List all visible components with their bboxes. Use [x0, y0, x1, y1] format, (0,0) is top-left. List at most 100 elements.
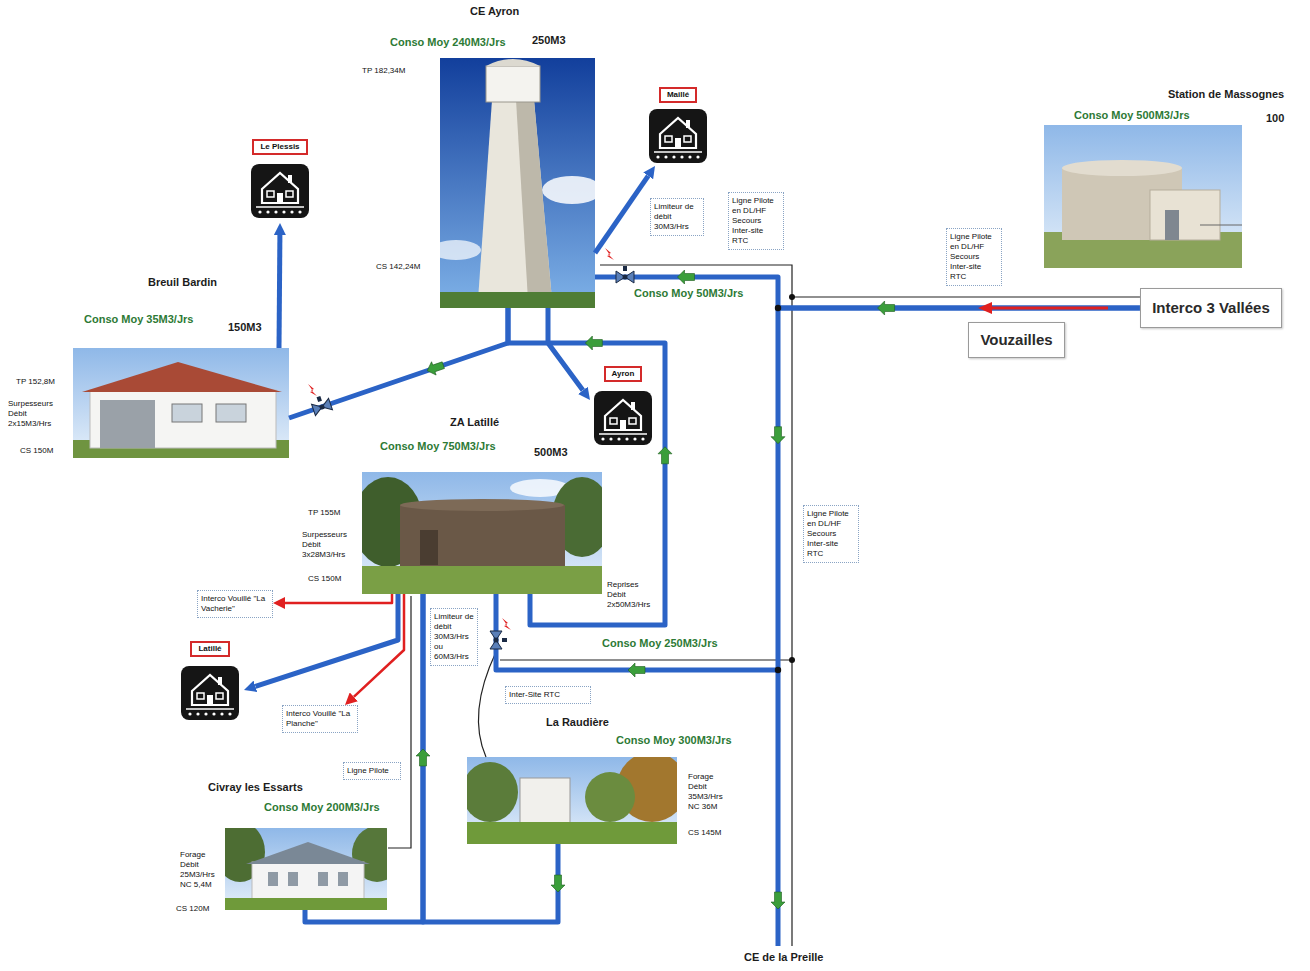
reservoir-body	[400, 505, 565, 570]
flow-arrow	[658, 447, 672, 464]
note-text: Ligne Pilote en DL/HF Secours Inter-site…	[732, 196, 780, 246]
spec-note: TP 182,34M	[362, 66, 405, 76]
reservoir-top	[400, 499, 564, 511]
junction-dot	[775, 305, 781, 311]
window	[318, 872, 328, 886]
tower-shaft	[478, 100, 552, 300]
grass	[362, 566, 602, 594]
consumption-label: Conso Moy 500M3/Jrs	[1074, 109, 1190, 122]
town-name: Latillé	[190, 641, 229, 657]
valve-body	[312, 398, 333, 415]
valve-hub	[319, 404, 325, 410]
sky	[362, 472, 602, 594]
connectors	[255, 176, 1140, 922]
note-text: Inter-Site RTC	[509, 690, 587, 700]
flow-label: Conso Moy 250M3/Jrs	[600, 637, 720, 650]
junction-dot	[789, 294, 795, 300]
town-node: Le Plessis	[246, 138, 314, 223]
door	[100, 400, 155, 448]
pipe-connector	[255, 594, 398, 686]
lightning-symbol	[308, 384, 317, 396]
capacity-label: 250M3	[532, 34, 566, 47]
building	[252, 862, 364, 902]
valve-symbol	[616, 266, 634, 283]
flow-arrow	[678, 270, 695, 284]
station-node: Civray les EssartsConso Moy 200M3/JrsFor…	[225, 828, 387, 910]
note-box: Ligne Pilote	[343, 762, 401, 780]
reservoir-photo	[362, 472, 602, 594]
spec-note: Forage Débit 25M3/Hrs NC 5,4M	[180, 850, 220, 890]
spec-note: TP 155M	[308, 508, 340, 518]
station-name: Breuil Bardin	[148, 276, 217, 289]
grass	[467, 822, 677, 844]
booster-photo	[73, 348, 289, 458]
valve-handle	[317, 396, 322, 402]
flow-arrow	[551, 875, 565, 892]
consumption-label: Conso Moy 240M3/Jrs	[390, 36, 506, 49]
tower-tank	[486, 66, 540, 102]
building	[520, 778, 570, 826]
sky	[225, 828, 387, 910]
pilot-line	[792, 296, 1140, 297]
station-name: Civray les Essarts	[208, 781, 303, 794]
junction-dot	[775, 667, 781, 673]
interco-box: Interco 3 Vallées	[1140, 288, 1282, 328]
pipe-connector	[496, 308, 1140, 670]
door	[420, 530, 438, 565]
lightning-symbol	[605, 248, 614, 260]
note-box: Limiteur de débit 30M3/Hrs	[650, 198, 704, 236]
flow-label: Conso Moy 50M3/Jrs	[632, 287, 745, 300]
roof	[82, 362, 282, 392]
valve-symbol	[490, 631, 507, 649]
reservoir-photo	[1044, 125, 1242, 268]
sky	[1044, 125, 1242, 268]
tower-shadow	[516, 100, 552, 300]
note-text: Ligne Pilote en DL/HF Secours Inter-site…	[807, 509, 855, 559]
tree	[352, 828, 387, 882]
pipe-connector	[595, 176, 648, 253]
tower-dome	[486, 59, 540, 66]
door	[1165, 210, 1179, 240]
window	[288, 872, 298, 886]
note-box: Interco Vouillé "La Vacherie"	[197, 590, 273, 618]
station-node: Station de MassognesConso Moy 500M3/Jrs1…	[1044, 125, 1242, 268]
window	[216, 404, 246, 422]
reservoir-top	[1062, 160, 1182, 176]
supply-arrowhead	[978, 302, 992, 314]
tree	[617, 757, 677, 822]
window	[268, 872, 278, 886]
consumption-label: Conso Moy 750M3/Jrs	[380, 440, 496, 453]
town-name: Maillé	[659, 87, 697, 103]
house-icon	[181, 666, 239, 720]
town-node: Ayron	[590, 365, 656, 450]
flow-arrow	[771, 892, 785, 909]
valve-body	[616, 271, 634, 283]
capacity-label: 500M3	[534, 446, 568, 459]
consumption-label: Conso Moy 35M3/Jrs	[84, 313, 193, 326]
note-box: Ligne Pilote en DL/HF Secours Inter-site…	[728, 192, 784, 250]
station-name: Station de Massognes	[1168, 88, 1284, 101]
supply-arrow	[990, 307, 1108, 310]
town-name: Ayron	[604, 366, 643, 382]
spec-note: Surpesseurs Débit 2x15M3/Hrs	[8, 399, 64, 429]
town-node: Maillé	[645, 86, 711, 166]
note-text: Limiteur de débit 30M3/Hrs	[654, 202, 700, 232]
note-text: Interco Vouillé "La Vacherie"	[201, 594, 269, 614]
reservoir-body	[1062, 168, 1182, 240]
house-icon	[649, 109, 707, 163]
box-text: Interco 3 Vallées	[1152, 299, 1270, 317]
note-text: Ligne Pilote en DL/HF Secours Inter-site…	[950, 232, 998, 282]
building	[1150, 190, 1220, 240]
sky	[73, 348, 289, 458]
town-node: Latillé	[176, 640, 244, 725]
grass	[440, 292, 595, 308]
spec-note: CS 150M	[308, 574, 341, 584]
valve-hub	[494, 638, 499, 643]
spec-note: CS 142,24M	[376, 262, 420, 272]
grass	[225, 898, 387, 910]
note-box: Limiteur de débit 30M3/Hrs ou 60M3/Hrs	[430, 608, 478, 666]
pilot-line	[500, 659, 792, 660]
site-label: CE de la Preille	[744, 951, 823, 964]
